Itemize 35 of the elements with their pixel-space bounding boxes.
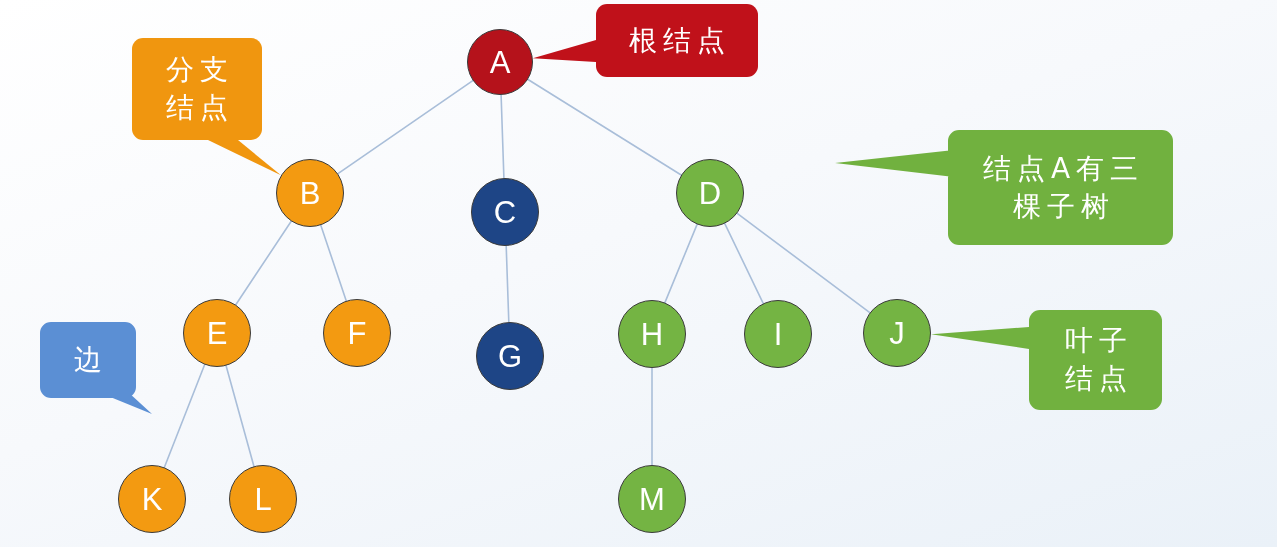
tree-node <box>276 159 344 227</box>
tree-edge <box>225 365 255 467</box>
tree-edge <box>527 78 682 176</box>
node-letter: F <box>347 317 367 349</box>
tree-node <box>676 159 744 227</box>
callout-text: 叶子结点 <box>1063 323 1134 397</box>
node-letter: I <box>773 318 783 350</box>
tree-edge <box>736 212 871 314</box>
tree-edge <box>724 222 764 305</box>
tree-edge <box>500 94 505 179</box>
callout-tail <box>931 327 1029 349</box>
tree-edge <box>664 223 698 304</box>
tree-edge <box>505 245 510 323</box>
tree-edge <box>235 220 292 306</box>
node-letter: K <box>141 483 163 515</box>
node-letter: E <box>206 317 228 349</box>
node-letter: H <box>640 318 664 350</box>
tree-edge <box>163 363 206 469</box>
node-letter: L <box>254 483 272 515</box>
callout-tail <box>532 40 596 62</box>
callout-text: 边 <box>73 342 108 379</box>
callout-tail <box>208 140 281 176</box>
callout-text: 结点A有三棵子树 <box>981 150 1146 225</box>
node-letter: B <box>299 177 321 209</box>
node-letter: G <box>497 340 523 372</box>
tree-edge <box>337 79 474 175</box>
node-letter: M <box>639 483 665 515</box>
node-letter: J <box>889 317 905 349</box>
callout-text: 根结点 <box>628 22 731 59</box>
callout-text: 分支结点 <box>165 52 235 126</box>
node-letter: D <box>698 177 722 209</box>
node-letter: C <box>493 196 517 228</box>
tree-edge <box>320 224 347 302</box>
node-letter: A <box>489 46 511 78</box>
tree-edge <box>651 367 653 466</box>
